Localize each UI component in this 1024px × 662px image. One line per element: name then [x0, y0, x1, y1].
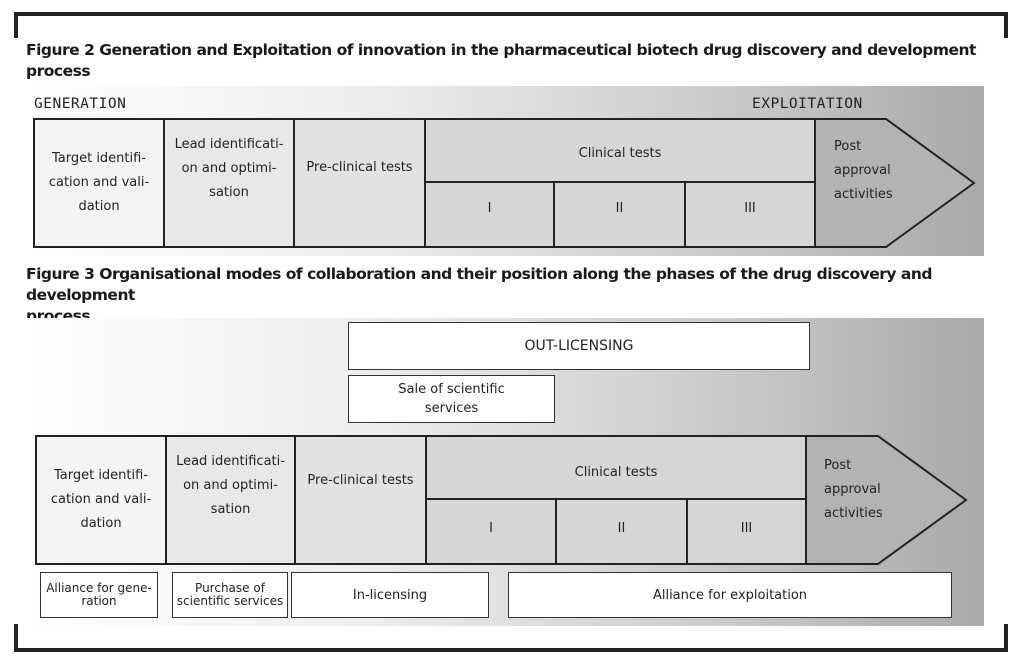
figure-2-title: Figure 2 Generation and Exploitation of … [26, 40, 976, 82]
post-line3: activities [824, 506, 883, 521]
preclinical-cell-fill [295, 436, 426, 564]
sale-of-scientific-services-box: Sale of scientific services [348, 375, 555, 423]
lead-cell-fill [164, 119, 294, 247]
out-licensing-box: OUT-LICENSING [348, 322, 810, 370]
post-line3: activities [834, 187, 893, 202]
phase-clinical-3: III [740, 521, 753, 536]
lead-line3: sation [209, 185, 249, 200]
lead-line3: sation [210, 502, 251, 517]
phase-clinical-1: I [487, 201, 492, 216]
figure-2-arrow-shape [33, 118, 976, 248]
arrow-outline [33, 118, 976, 248]
page-bracket-bottom [14, 624, 1008, 652]
target-cell-fill [36, 436, 166, 564]
alliance-generation-line1: Alliance for gene- [46, 581, 152, 595]
post-line2: approval [834, 163, 891, 178]
post-line1: Post [834, 139, 862, 154]
alliance-for-generation-box: Alliance for gene- ration [40, 572, 158, 618]
post-approval-fill [806, 436, 966, 564]
phase-post-approval: Post approval activities [834, 135, 954, 215]
phase-preclinical: Pre-clinical tests [306, 160, 413, 175]
figure-2-title-line2: process [26, 62, 91, 80]
phase-clinical-tests: Clinical tests [578, 146, 662, 161]
generation-label: GENERATION [34, 96, 127, 112]
in-licensing-box: In-licensing [291, 572, 489, 618]
alliance-generation-line2: ration [81, 594, 117, 608]
target-cell-fill [34, 119, 164, 247]
phase-clinical-2: II [615, 201, 624, 216]
figure-2-phase-arrow: Target identifi- cation and vali- dation… [33, 118, 984, 249]
post-line1: Post [824, 458, 852, 473]
target-line2: cation and vali- [48, 175, 150, 190]
phase-clinical-tests: Clinical tests [574, 465, 658, 480]
figure-2-title-line1: Figure 2 Generation and Exploitation of … [26, 41, 976, 59]
figure-3-arrow-shape [35, 435, 968, 565]
purchase-line1: Purchase of [195, 581, 265, 595]
target-line1: Target identifi- [53, 468, 149, 483]
lead-line1: Lead identificati- [174, 137, 284, 152]
post-approval-fill [815, 119, 974, 247]
sale-line1: Sale of scientific [398, 382, 505, 397]
page-bracket-top [14, 12, 1008, 38]
target-line2: cation and vali- [50, 492, 152, 507]
phase-post-approval: Post approval activities [824, 454, 944, 534]
preclinical-cell-fill [294, 119, 425, 247]
exploitation-label: EXPLOITATION [752, 96, 863, 112]
phase-preclinical: Pre-clinical tests [307, 473, 414, 488]
phase-lead-identification: Lead identificati- on and optimi- sation [166, 436, 295, 564]
phase-clinical-3: III [744, 201, 756, 216]
alliance-for-exploitation-box: Alliance for exploitation [508, 572, 952, 618]
target-line3: dation [78, 199, 120, 214]
arrow-outline [35, 435, 968, 565]
figure-3-title-line1: Figure 3 Organisational modes of collabo… [26, 265, 933, 304]
lead-line1: Lead identificati- [176, 454, 285, 469]
lead-line2: on and optimi- [181, 161, 277, 176]
purchase-line2: scientific services [176, 594, 284, 608]
phase-target-identification: Target identifi- cation and vali- dation [36, 436, 166, 564]
phase-lead-identification: Lead identificati- on and optimi- sation [164, 119, 294, 247]
figure-3-phase-arrow: Target identifi- cation and vali- dation… [35, 435, 976, 566]
phase-clinical-1: I [489, 521, 493, 536]
post-line2: approval [824, 482, 881, 497]
sale-line2: services [424, 401, 479, 416]
lead-line2: on and optimi- [183, 478, 278, 493]
purchase-of-scientific-services-box: Purchase of scientific services [172, 572, 288, 618]
phase-clinical-2: II [617, 521, 626, 536]
target-line3: dation [80, 516, 122, 531]
target-line1: Target identifi- [51, 151, 147, 166]
phase-target-identification: Target identifi- cation and vali- dation [34, 119, 164, 247]
lead-cell-fill [166, 436, 295, 564]
